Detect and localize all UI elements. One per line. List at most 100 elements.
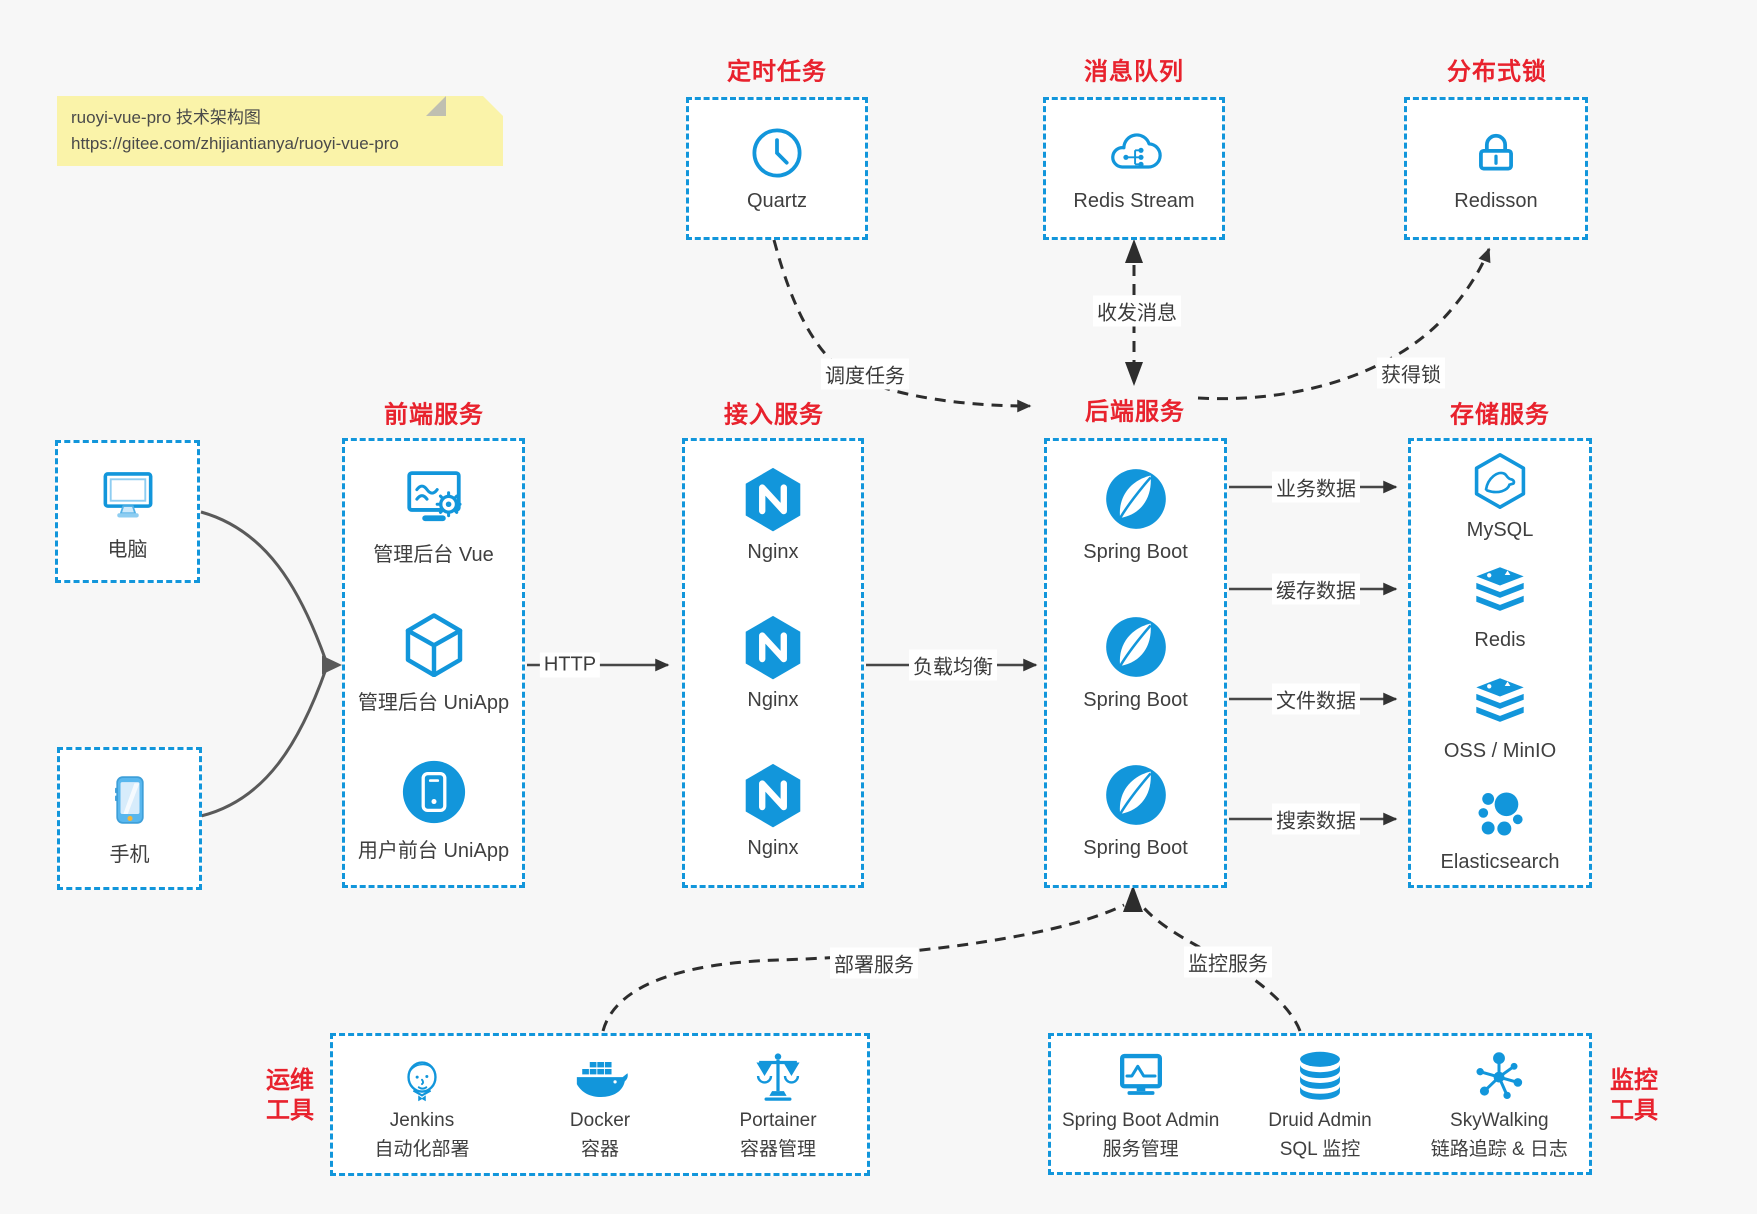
node-sublabel: 链路追踪 & 日志 xyxy=(1430,1138,1568,1160)
box-gateway: Nginx Nginx Nginx xyxy=(682,438,864,888)
mysql-icon xyxy=(1471,452,1529,510)
node-druid-admin: Druid Admin SQL 监控 xyxy=(1230,1048,1409,1161)
nginx-icon xyxy=(740,614,806,680)
node-label: Redis Stream xyxy=(1073,189,1195,212)
desktop-icon xyxy=(97,462,159,524)
node-jenkins: Jenkins 自动化部署 xyxy=(333,1048,511,1161)
edge-label-file-data: 文件数据 xyxy=(1272,683,1360,715)
note-title: ruoyi-vue-pro 技术架构图 xyxy=(71,108,261,127)
title-ops-tools: 运维 工具 xyxy=(266,1066,314,1126)
title-line: 工具 xyxy=(266,1097,314,1124)
node-phone: 手机 xyxy=(60,750,199,887)
node-sublabel: 容器 xyxy=(580,1139,619,1160)
node-label: Spring Boot xyxy=(1083,837,1188,859)
node-spring-boot-2: Spring Boot xyxy=(1047,589,1224,737)
node-sublabel: 服务管理 xyxy=(1102,1138,1179,1160)
clock-icon xyxy=(749,125,805,181)
node-portainer: Portainer 容器管理 xyxy=(689,1048,867,1161)
node-oss-minio: OSS / MinIO xyxy=(1411,663,1589,774)
phone-icon xyxy=(101,771,159,829)
node-label: OSS / MinIO xyxy=(1443,739,1557,762)
edge-label-load-balance: 负载均衡 xyxy=(909,649,997,681)
node-label: 用户前台 UniApp xyxy=(357,840,510,862)
nginx-icon xyxy=(740,466,806,532)
edge-label-messaging: 收发消息 xyxy=(1093,295,1181,327)
spring-boot-icon xyxy=(1103,762,1169,828)
edge-label-http: HTTP xyxy=(539,652,601,678)
cloud-share-icon xyxy=(1106,125,1162,181)
user-uniapp-icon xyxy=(401,759,467,825)
node-label: SkyWalking xyxy=(1450,1109,1549,1131)
title-scheduled-tasks: 定时任务 xyxy=(727,58,827,86)
node-sublabel: 自动化部署 xyxy=(374,1139,470,1160)
edge-label-schedule: 调度任务 xyxy=(821,358,909,390)
node-redisson: Redisson xyxy=(1407,100,1585,237)
box-frontend: 管理后台 Vue 管理后台 UniApp 用户前台 UniApp xyxy=(342,438,525,888)
node-label: Jenkins xyxy=(389,1110,455,1131)
node-label: Spring Boot xyxy=(1083,541,1188,563)
redis-icon xyxy=(1472,564,1528,620)
edge-label-cache-data: 缓存数据 xyxy=(1272,573,1360,605)
node-user-uniapp: 用户前台 UniApp xyxy=(345,737,522,885)
node-elasticsearch: Elasticsearch xyxy=(1411,774,1589,885)
jenkins-icon xyxy=(394,1048,450,1104)
elasticsearch-icon xyxy=(1472,786,1528,842)
skywalking-icon xyxy=(1471,1048,1527,1104)
box-storage: MySQL Redis OSS / MinIO Elasticsearch xyxy=(1408,438,1592,888)
node-spring-boot-1: Spring Boot xyxy=(1047,441,1224,589)
node-label: Quartz xyxy=(746,189,808,212)
spring-boot-icon xyxy=(1103,614,1169,680)
spring-boot-icon xyxy=(1103,466,1169,532)
node-label: Docker xyxy=(569,1110,631,1131)
node-nginx-1: Nginx xyxy=(685,441,861,589)
node-redis-stream: Redis Stream xyxy=(1046,100,1222,237)
node-sublabel: SQL 监控 xyxy=(1279,1138,1361,1160)
node-quartz: Quartz xyxy=(689,100,865,237)
node-label: Nginx xyxy=(747,541,799,563)
node-label: Portainer xyxy=(739,1110,817,1131)
uniapp-cube-icon xyxy=(401,611,467,677)
note-url: https://gitee.com/zhijiantianya/ruoyi-vu… xyxy=(71,134,399,153)
node-label: Elasticsearch xyxy=(1440,850,1560,873)
node-redis: Redis xyxy=(1411,552,1589,663)
box-redisson: Redisson xyxy=(1404,97,1588,240)
lock-icon xyxy=(1468,125,1524,181)
title-backend: 后端服务 xyxy=(1085,398,1185,426)
box-redis-stream: Redis Stream xyxy=(1043,97,1225,240)
portainer-icon xyxy=(750,1048,806,1104)
edge-label-search-data: 搜索数据 xyxy=(1272,803,1360,835)
node-spring-boot-3: Spring Boot xyxy=(1047,737,1224,885)
note-fold-corner-icon xyxy=(426,96,446,116)
title-storage: 存储服务 xyxy=(1450,401,1550,429)
box-phone-client: 手机 xyxy=(57,747,202,890)
edge-label-lock: 获得锁 xyxy=(1377,357,1445,389)
title-message-queue: 消息队列 xyxy=(1084,58,1184,86)
edge-label-monitor: 监控服务 xyxy=(1184,946,1272,978)
node-label: Druid Admin xyxy=(1268,1109,1372,1131)
node-label: Spring Boot xyxy=(1083,689,1188,711)
edge-label-deploy: 部署服务 xyxy=(830,947,918,979)
spring-boot-admin-icon xyxy=(1113,1048,1169,1104)
node-mysql: MySQL xyxy=(1411,441,1589,552)
edge-label-business-data: 业务数据 xyxy=(1272,471,1360,503)
node-pc: 电脑 xyxy=(58,443,197,580)
node-skywalking: SkyWalking 链路追踪 & 日志 xyxy=(1410,1048,1589,1161)
node-label: Nginx xyxy=(747,689,799,711)
box-quartz: Quartz xyxy=(686,97,868,240)
oss-icon xyxy=(1472,675,1528,731)
node-sublabel: 容器管理 xyxy=(739,1139,816,1160)
title-frontend: 前端服务 xyxy=(384,401,484,429)
title-line: 监控 xyxy=(1610,1067,1658,1094)
box-ops-tools: Jenkins 自动化部署 Docker 容器 Portainer 容器管理 xyxy=(330,1033,870,1176)
node-label: Redis xyxy=(1474,628,1526,651)
box-backend: Spring Boot Spring Boot Spring Boot xyxy=(1044,438,1227,888)
node-label: 手机 xyxy=(109,843,150,866)
docker-icon xyxy=(572,1048,628,1104)
admin-vue-icon xyxy=(401,463,467,529)
title-monitoring-tools: 监控 工具 xyxy=(1610,1066,1658,1126)
title-gateway: 接入服务 xyxy=(724,401,824,429)
node-label: Redisson xyxy=(1454,189,1538,212)
druid-icon xyxy=(1292,1048,1348,1104)
node-label: 管理后台 UniApp xyxy=(357,692,510,714)
